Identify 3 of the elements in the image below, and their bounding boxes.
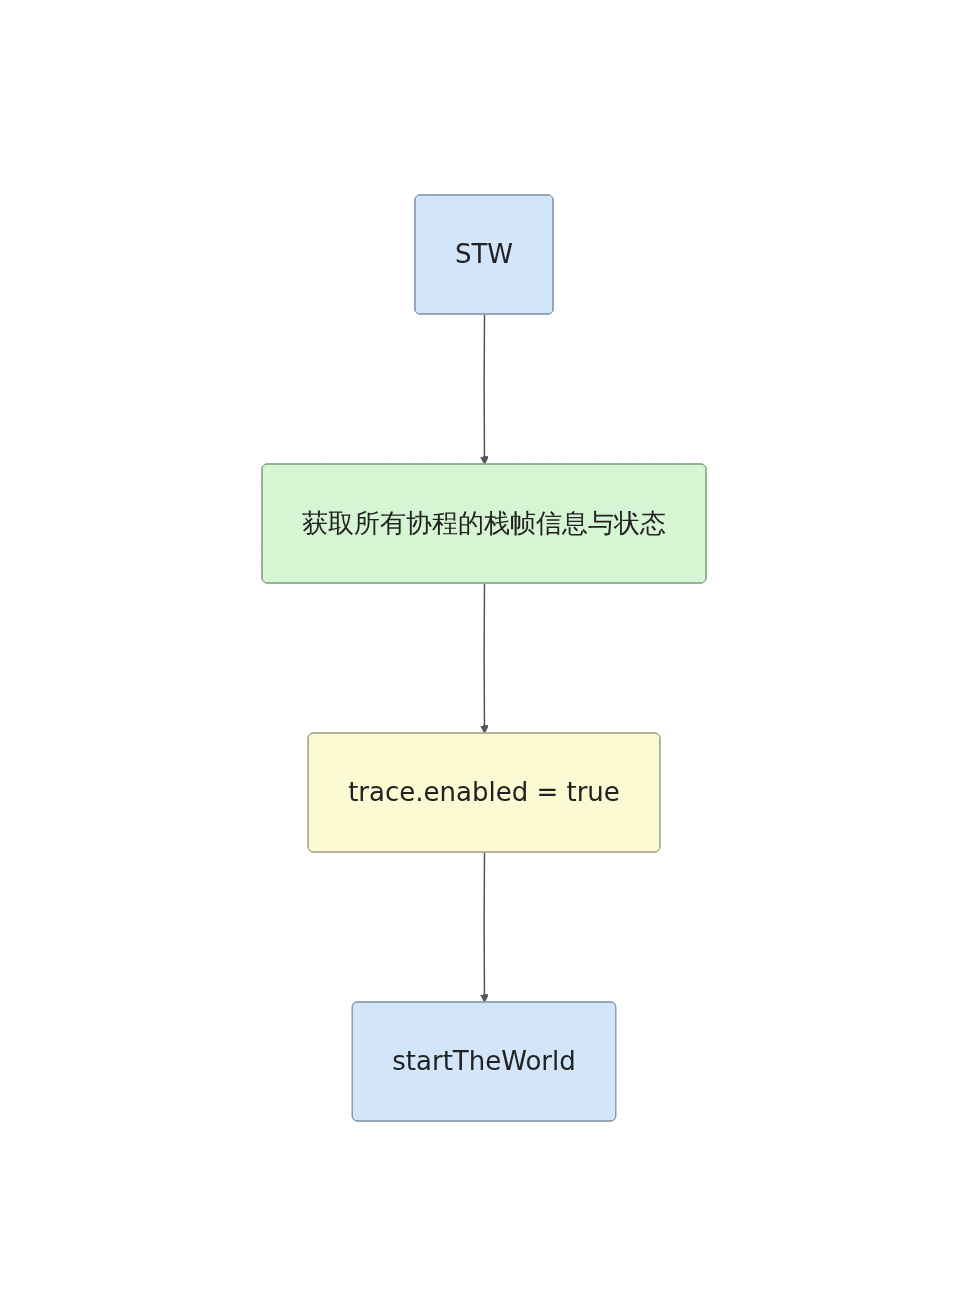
- arrow: [479, 851, 489, 1003]
- arrow: [479, 313, 489, 465]
- arrow: [479, 582, 489, 734]
